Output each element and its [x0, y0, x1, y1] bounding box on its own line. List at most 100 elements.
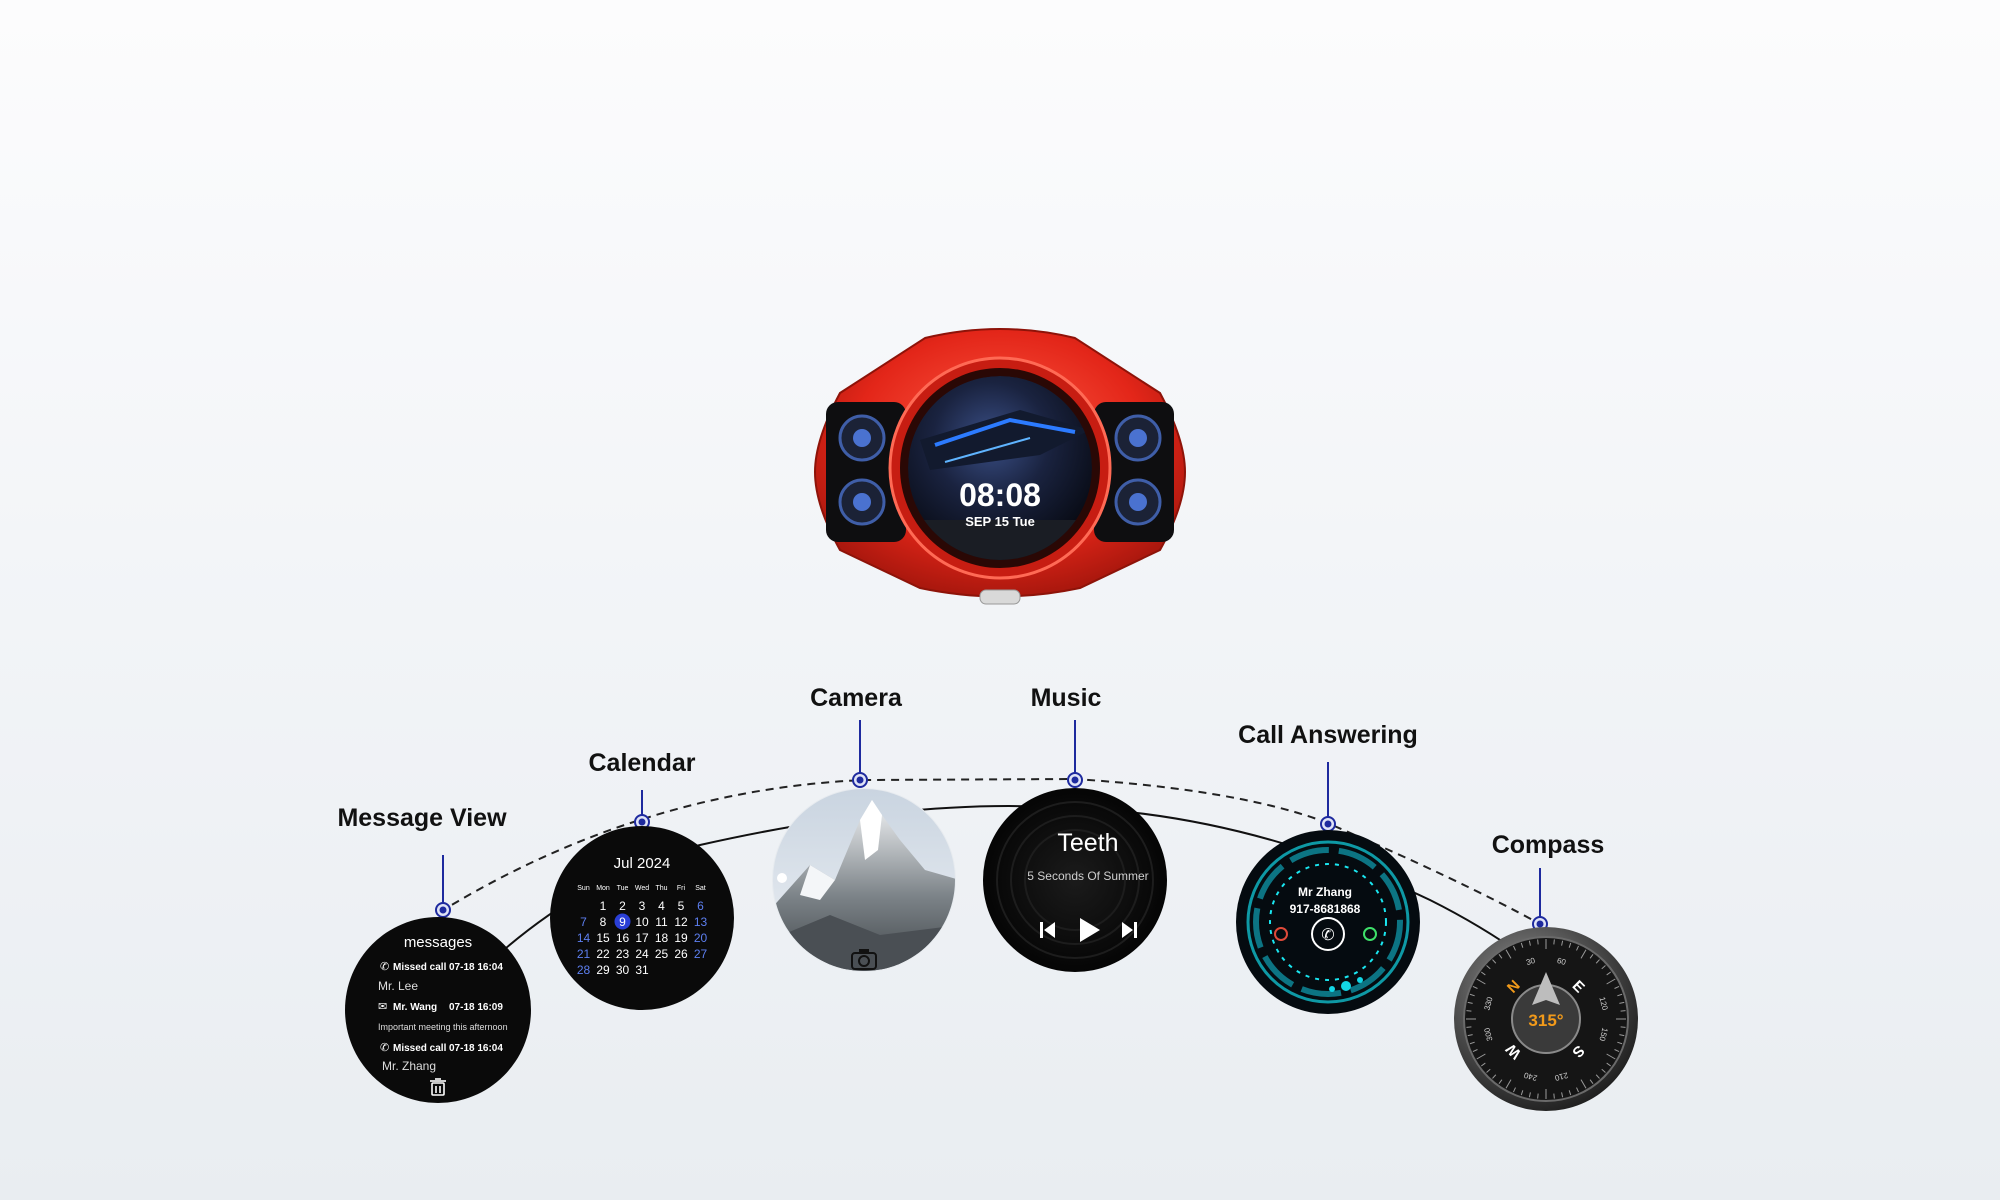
watch-date: SEP 15 Tue — [965, 514, 1035, 529]
compass-tick — [1606, 971, 1612, 976]
camera-screen — [772, 788, 956, 972]
entry-type: Missed call — [393, 962, 447, 973]
list-item[interactable]: ✆ Missed call 07-18 16:04 Mr. Lee — [378, 961, 503, 993]
compass-degree-label: 150 — [1597, 1027, 1609, 1043]
compass-tick — [1561, 940, 1564, 946]
accept-call-button[interactable] — [1363, 927, 1377, 941]
compass-tick — [1472, 1049, 1478, 1052]
right-bottom-button[interactable] — [1114, 478, 1162, 526]
entry-type: Mr. Wang — [393, 1002, 437, 1013]
compass-heading: 315° — [1528, 1011, 1563, 1030]
compass-tick — [1486, 1068, 1491, 1073]
previous-icon[interactable] — [1040, 922, 1055, 938]
compass-tick — [1595, 959, 1600, 964]
compass-tick — [1553, 939, 1555, 945]
calendar-day[interactable]: 31 — [635, 963, 649, 977]
calendar-day[interactable]: 25 — [655, 947, 669, 961]
compass-tick — [1476, 978, 1486, 985]
label-call-answering: Call Answering — [1238, 721, 1418, 749]
calendar-day[interactable]: 29 — [596, 963, 610, 977]
compass-tick — [1617, 1041, 1623, 1045]
callout-dots — [435, 772, 1548, 932]
label-music: Music — [1031, 684, 1102, 712]
calendar-day[interactable]: 13 — [694, 915, 708, 929]
call-answering-screen: Mr Zhang 917-8681868 ✆ — [1236, 830, 1420, 1014]
compass-tick — [1520, 1090, 1524, 1096]
caller-number: 917-8681868 — [1290, 902, 1361, 916]
compass-degree-label: 120 — [1597, 996, 1609, 1012]
smartwatch-device: 08:08 SEP 15 Tue — [813, 328, 1187, 605]
calendar-day[interactable]: 21 — [577, 947, 591, 961]
calendar-day[interactable]: 20 — [694, 931, 708, 945]
crown-button[interactable] — [979, 589, 1021, 605]
compass-tick — [1576, 1087, 1579, 1093]
list-item[interactable]: ✉ Mr. Wang 07-18 16:09 Important meeting… — [378, 1001, 508, 1032]
compass-tick — [1513, 945, 1516, 951]
compass-tick — [1580, 1079, 1587, 1089]
calendar-day[interactable]: 19 — [674, 931, 688, 945]
compass-tick — [1619, 1034, 1625, 1037]
song-artist: 5 Seconds Of Summer — [1027, 869, 1148, 883]
calendar-day[interactable]: 26 — [674, 947, 688, 961]
calendar-day[interactable]: 2 — [619, 899, 626, 913]
right-top-button[interactable] — [1114, 414, 1162, 462]
compass-tick — [1595, 1074, 1600, 1079]
compass-tick — [1480, 971, 1486, 976]
entry-time: 07-18 16:09 — [449, 1002, 503, 1013]
left-bottom-button[interactable] — [838, 478, 886, 526]
calendar-day[interactable]: 15 — [596, 931, 610, 945]
left-top-button[interactable] — [838, 414, 886, 462]
entry-time: 07-18 16:04 — [449, 962, 503, 973]
calendar-day[interactable]: 22 — [596, 947, 610, 961]
calendar-day[interactable]: 30 — [616, 963, 630, 977]
label-camera: Camera — [810, 684, 903, 712]
compass-tick — [1480, 1062, 1486, 1067]
compass-tick — [1553, 1093, 1555, 1099]
dashed-arc — [439, 777, 1541, 925]
calendar-day[interactable]: 10 — [635, 915, 649, 929]
compass-tick — [1620, 1026, 1626, 1028]
calendar-day[interactable]: 23 — [616, 947, 630, 961]
calendar-day[interactable]: 6 — [697, 899, 704, 913]
play-icon[interactable] — [1080, 918, 1100, 942]
compass-tick — [1466, 1026, 1472, 1028]
music-screen: Teeth 5 Seconds Of Summer — [983, 788, 1167, 972]
calendar-day[interactable]: 3 — [639, 899, 646, 913]
calendar-day[interactable]: 5 — [678, 899, 685, 913]
calendar-day[interactable]: 27 — [694, 947, 708, 961]
compass-tick — [1528, 940, 1531, 946]
calendar-day[interactable]: 8 — [600, 915, 607, 929]
camera-side-handle[interactable] — [777, 873, 787, 883]
calendar-day[interactable]: 12 — [674, 915, 688, 929]
calendar-day[interactable]: 16 — [616, 931, 630, 945]
compass-tick — [1467, 1034, 1473, 1037]
compass-tick — [1576, 945, 1579, 951]
camera-icon[interactable] — [851, 949, 877, 970]
ring-glow-dots — [1329, 977, 1363, 992]
calendar-day[interactable]: 4 — [658, 899, 665, 913]
trash-icon[interactable] — [430, 1078, 446, 1096]
next-icon[interactable] — [1122, 922, 1137, 938]
calendar-day[interactable]: 18 — [655, 931, 669, 945]
calendar-day[interactable]: 11 — [655, 915, 668, 929]
compass-tick — [1472, 986, 1478, 989]
calendar-day[interactable]: 7 — [580, 915, 587, 929]
compass-tick — [1619, 1001, 1625, 1004]
list-item[interactable]: ✆ Missed call 07-18 16:04 Mr. Zhang — [380, 1042, 503, 1073]
compass-tick — [1476, 1053, 1486, 1060]
watch-time: 08:08 — [959, 477, 1041, 513]
entry-detail: Important meeting this afternoon — [378, 1022, 508, 1032]
calendar-day[interactable]: 17 — [635, 931, 649, 945]
decline-call-button[interactable] — [1274, 927, 1288, 941]
answer-phone-icon[interactable]: ✆ — [1311, 917, 1345, 951]
calendar-day[interactable]: 24 — [635, 947, 649, 961]
calendar-day[interactable]: 1 — [600, 899, 607, 913]
caller-name: Mr Zhang — [1298, 885, 1352, 899]
label-compass: Compass — [1492, 831, 1605, 859]
calendar-day[interactable]: 14 — [577, 931, 591, 945]
calendar-day[interactable]: 9 — [619, 915, 626, 929]
calendar-day[interactable]: 28 — [577, 963, 591, 977]
calendar-weekday: Tue — [617, 885, 629, 892]
